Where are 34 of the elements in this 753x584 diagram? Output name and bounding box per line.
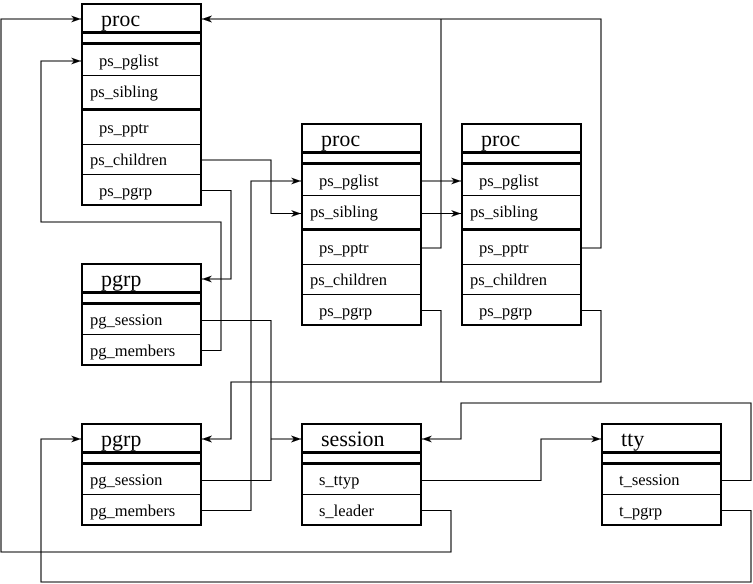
- struct-box: [81, 423, 202, 526]
- struct-title: pgrp: [83, 425, 200, 454]
- arrow: [202, 178, 301, 512]
- struct-title: tty: [603, 425, 720, 454]
- struct-title: proc: [83, 5, 200, 34]
- arrow: [422, 210, 461, 217]
- arrow: [202, 436, 301, 482]
- struct-title: pgrp: [83, 265, 200, 294]
- struct-title: proc: [303, 125, 420, 154]
- struct-title: proc: [463, 125, 580, 154]
- struct-field: ps_pgrp: [81, 175, 202, 206]
- struct-box: [81, 3, 202, 206]
- arrow: [202, 159, 301, 217]
- struct-box: [601, 423, 722, 526]
- arrow: [40, 58, 222, 352]
- arrow: [422, 178, 461, 184]
- struct-title: session: [303, 425, 420, 454]
- struct-box: [301, 423, 422, 526]
- struct-field: pg_members: [81, 335, 202, 366]
- arrow: [202, 16, 602, 249]
- arrow: [202, 190, 232, 282]
- arrow: [422, 436, 601, 482]
- struct-field: ps_pgrp: [301, 295, 422, 326]
- arrow: [40, 436, 752, 583]
- struct-box: [301, 123, 422, 326]
- struct-box: [81, 263, 202, 366]
- struct-box: [461, 123, 582, 326]
- arrow: [422, 402, 752, 482]
- struct-field: pg_members: [81, 495, 202, 526]
- arrow: [202, 310, 602, 442]
- arrow: [0, 16, 452, 553]
- struct-field: t_pgrp: [601, 495, 722, 526]
- struct-field: s_leader: [301, 495, 422, 526]
- struct-field: ps_pgrp: [461, 295, 582, 326]
